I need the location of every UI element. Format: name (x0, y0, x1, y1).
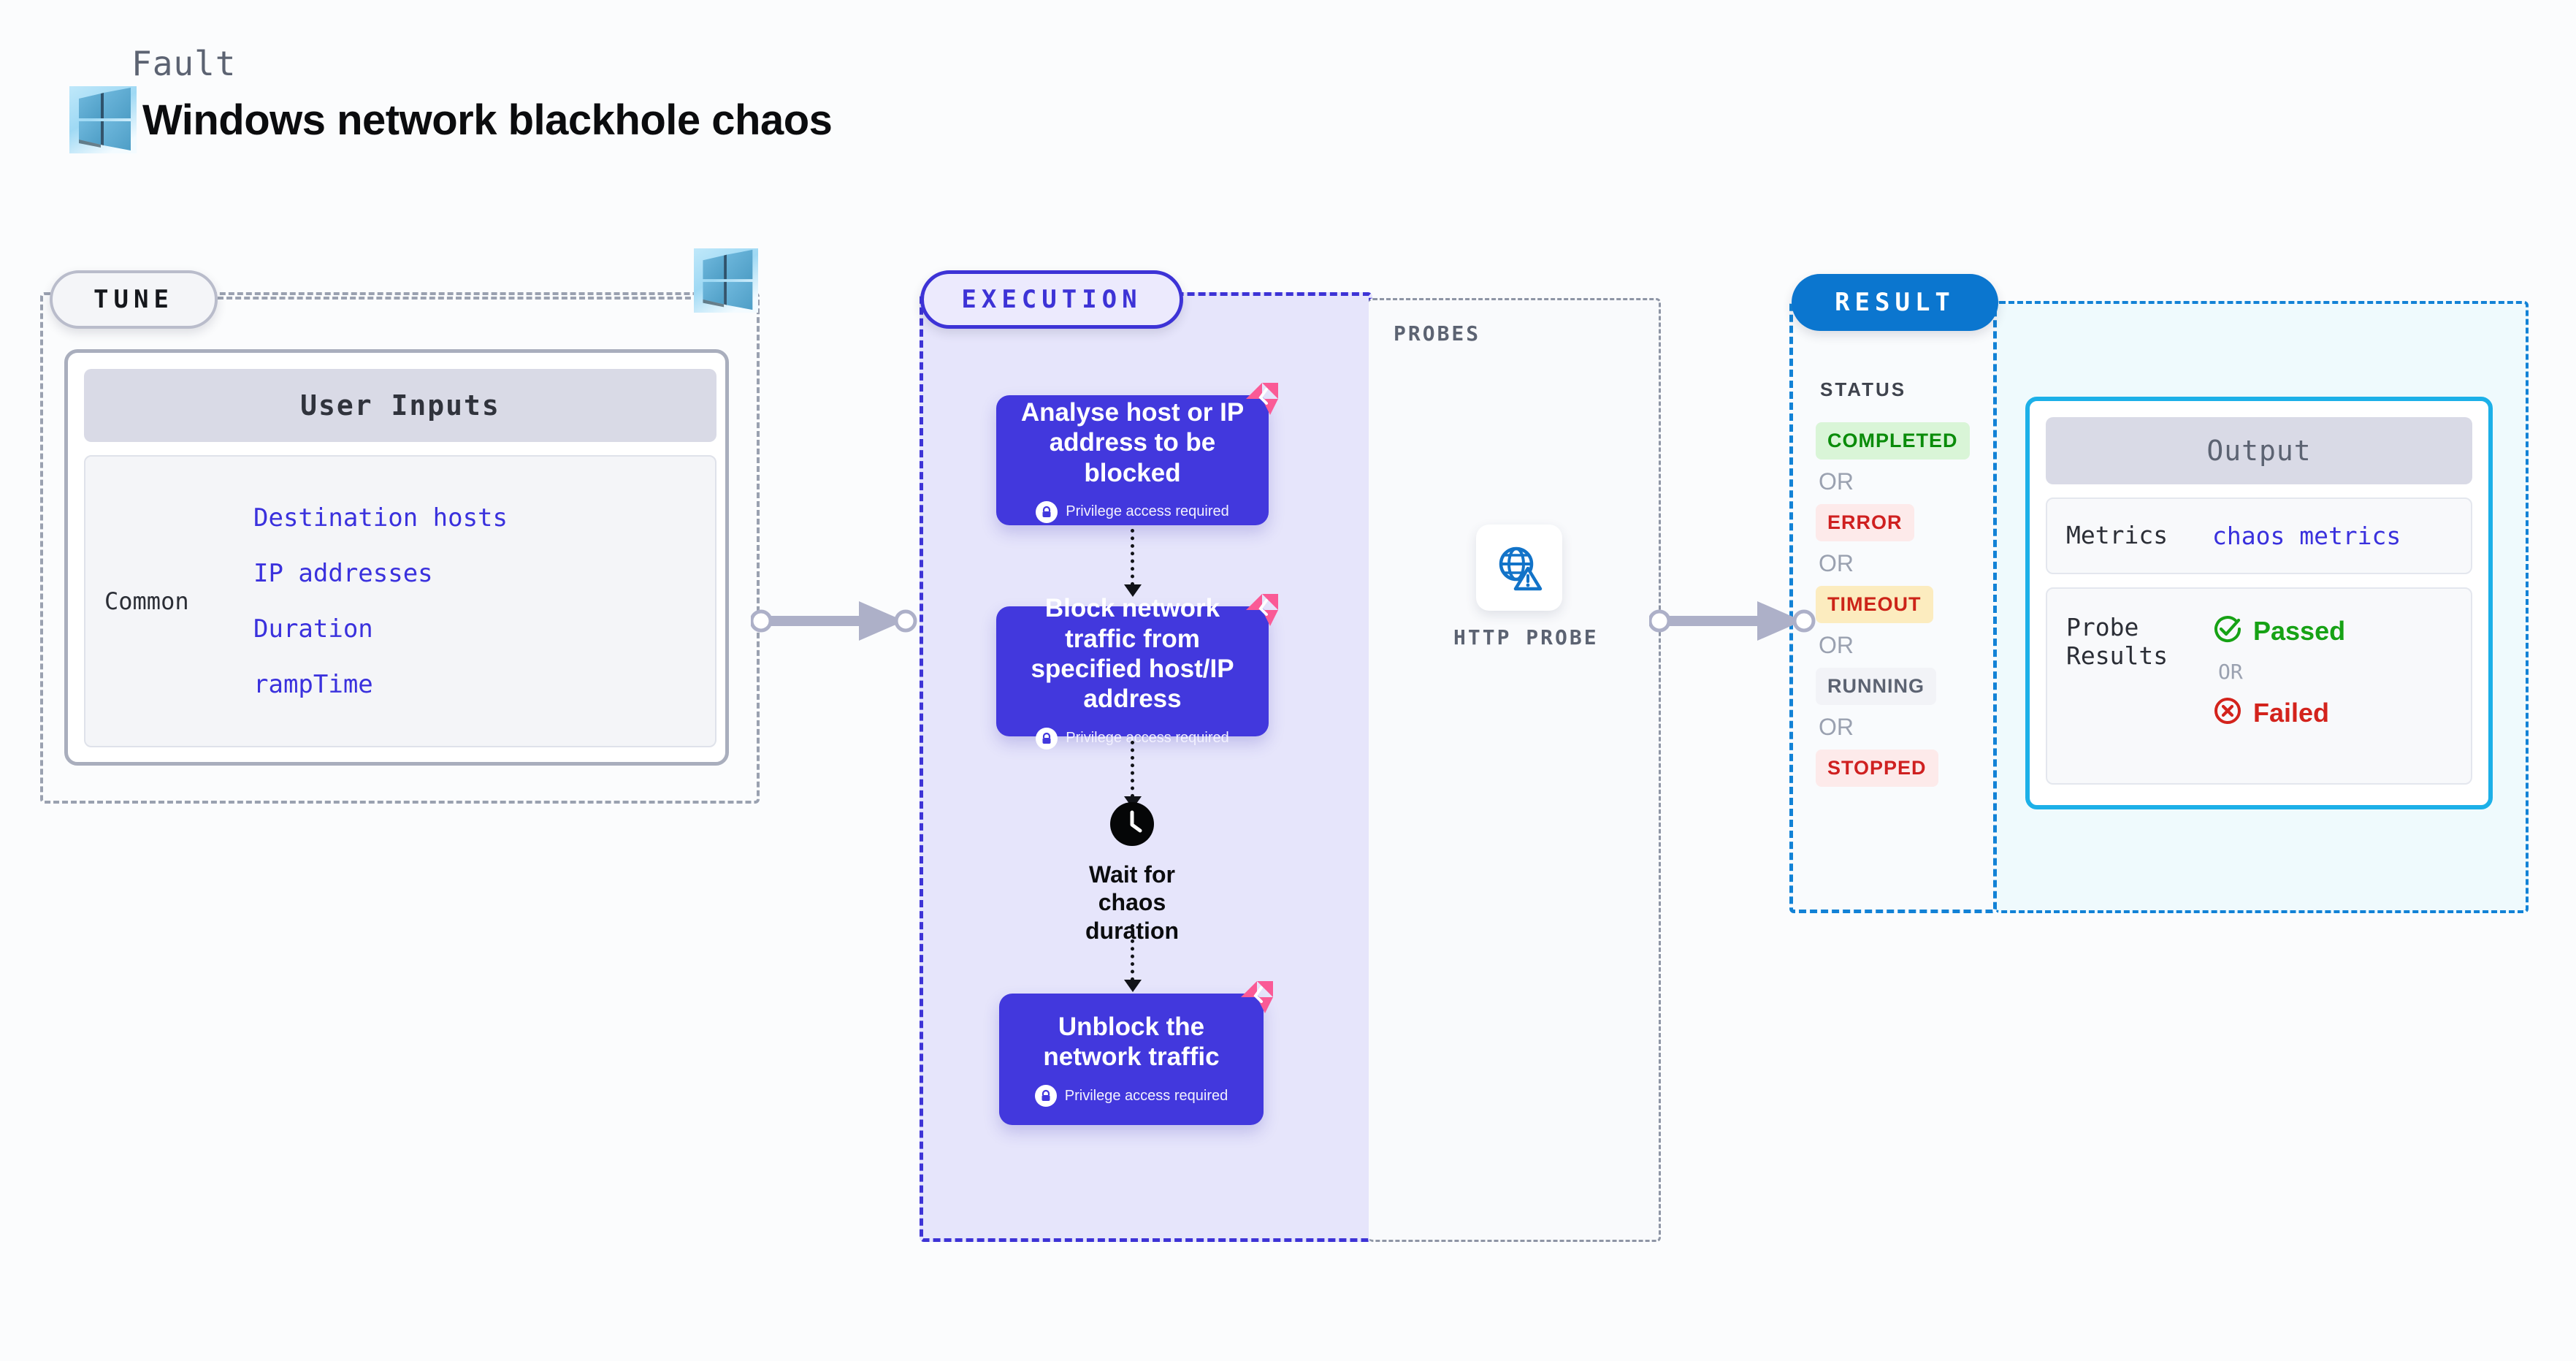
status-heading: STATUS (1820, 378, 1907, 400)
privilege-note: Privilege access required (1034, 1085, 1228, 1108)
http-probe-node[interactable]: HTTP PROBE (1453, 525, 1599, 649)
page-title: Windows network blackhole chaos (142, 96, 833, 144)
litmus-chaos-icon (1237, 977, 1277, 1021)
user-inputs-body: Common Destination hosts IP addresses Du… (84, 455, 716, 747)
check-circle-icon (2212, 614, 2243, 648)
output-card: Output Metrics chaos metrics Probe Resul… (2025, 397, 2493, 809)
step-title: Block network traffic from specified hos… (1031, 594, 1234, 714)
clock-icon (1109, 802, 1155, 850)
status-badge-error: ERROR (1816, 504, 1914, 541)
metrics-value[interactable]: chaos metrics (2212, 522, 2401, 550)
input-param[interactable]: Destination hosts (253, 503, 508, 533)
output-title: Output (2046, 417, 2472, 484)
input-param[interactable]: Duration (253, 614, 373, 644)
privilege-text: Privilege access required (1066, 503, 1229, 520)
probes-section-frame (1369, 298, 1661, 1242)
or-separator: OR (1819, 550, 1854, 576)
litmus-chaos-icon (1242, 590, 1282, 633)
probe-label: HTTP PROBE (1453, 625, 1599, 649)
failed-label: Failed (2253, 697, 2330, 728)
user-inputs-card: User Inputs Common Destination hosts IP … (64, 349, 729, 766)
wait-for-chaos-duration-node: Wait for chaos duration (1063, 801, 1201, 945)
privilege-note: Privilege access required (1036, 500, 1229, 523)
or-separator: OR (1819, 468, 1854, 495)
execution-section-badge: EXECUTION (920, 270, 1183, 329)
status-item: COMPLETED (1816, 422, 1984, 460)
probes-section-label: PROBES (1394, 321, 1481, 346)
input-params-list: Destination hosts IP addresses Duration … (253, 503, 508, 699)
probe-results-values: Passed OR Failed (2212, 614, 2345, 730)
probe-result-passed: Passed (2212, 614, 2345, 648)
x-circle-icon (2212, 695, 2243, 730)
connector-tune-to-execution (751, 595, 919, 647)
lock-icon (1034, 1085, 1057, 1108)
windows-logo-icon (694, 248, 758, 316)
status-badge-running: RUNNING (1816, 668, 1936, 705)
globe-warning-icon (1476, 525, 1562, 611)
or-separator: OR (1819, 714, 1854, 740)
step-title: Analyse host or IP address to be blocked (1020, 398, 1245, 487)
fault-label: Fault (131, 44, 237, 83)
lock-icon (1036, 500, 1058, 523)
probe-result-failed: Failed (2212, 695, 2329, 730)
title-row: Windows network blackhole chaos (69, 86, 833, 153)
status-item: TIMEOUT (1816, 586, 1984, 623)
passed-label: Passed (2253, 615, 2346, 646)
input-group-label: Common (104, 587, 189, 615)
status-badge-stopped: STOPPED (1816, 750, 1938, 787)
connector-probes-to-result (1649, 595, 1817, 647)
status-badge-completed: COMPLETED (1816, 422, 1970, 460)
tune-dashed-connector (218, 297, 700, 300)
execution-step-block-traffic[interactable]: Block network traffic from specified hos… (996, 594, 1278, 750)
windows-logo-icon (69, 86, 137, 153)
or-separator: OR (2218, 660, 2243, 684)
tune-section-frame (40, 292, 760, 804)
status-item: RUNNING (1816, 668, 1984, 705)
probe-results-label: Probe Results (2066, 613, 2168, 670)
status-badge-timeout: TIMEOUT (1816, 586, 1933, 623)
output-row-metrics: Metrics chaos metrics (2046, 497, 2472, 574)
lock-icon (1036, 727, 1058, 750)
flow-arrowhead (1124, 584, 1142, 597)
tune-section-badge: TUNE (50, 270, 218, 329)
user-inputs-title: User Inputs (84, 369, 716, 442)
metrics-label: Metrics (2066, 521, 2168, 550)
execution-step-analyse[interactable]: Analyse host or IP address to be blocked… (996, 383, 1278, 525)
or-separator: OR (1819, 632, 1854, 658)
page-header: Fault (69, 44, 833, 153)
litmus-chaos-icon (1242, 379, 1282, 422)
status-item: ERROR (1816, 504, 1984, 541)
flow-connector-dotted (1131, 741, 1134, 798)
flow-connector-dotted (1131, 924, 1134, 981)
flow-connector-dotted (1131, 529, 1134, 586)
input-param[interactable]: rampTime (253, 670, 373, 699)
input-param[interactable]: IP addresses (253, 559, 433, 588)
flow-arrowhead (1124, 980, 1142, 992)
execution-step-unblock-traffic[interactable]: Unblock the network traffic Privilege ac… (999, 981, 1273, 1125)
privilege-text: Privilege access required (1064, 1087, 1228, 1104)
result-section-badge: RESULT (1792, 274, 1998, 331)
output-row-probe-results: Probe Results Passed OR (2046, 587, 2472, 785)
privilege-text: Privilege access required (1066, 730, 1229, 747)
step-title: Unblock the network traffic (1043, 1012, 1220, 1071)
status-item: STOPPED (1816, 750, 1984, 787)
status-list: COMPLETED OR ERROR OR TIMEOUT OR RUNNING… (1816, 422, 1984, 791)
privilege-note: Privilege access required (1036, 727, 1229, 750)
